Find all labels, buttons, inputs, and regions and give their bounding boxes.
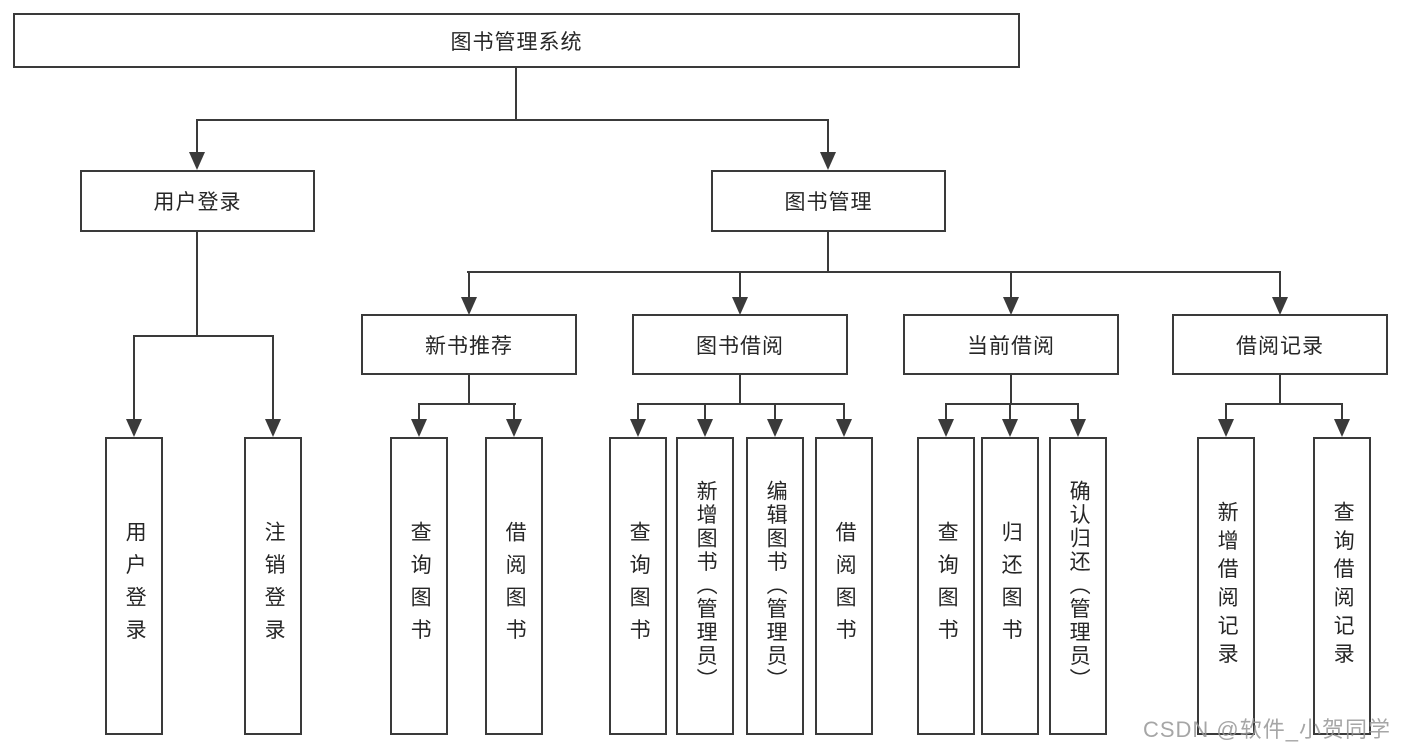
node-leaf-query-books-2: 查询图书 <box>609 437 667 735</box>
connector-drop-query-book-3 <box>945 403 947 420</box>
arrowhead-down-icon <box>1070 419 1086 437</box>
node-borrow-records: 借阅记录 <box>1172 314 1388 375</box>
connector-drop-current-borrow <box>1010 271 1012 299</box>
node-current-borrow: 当前借阅 <box>903 314 1119 375</box>
node-label: 注销登录 <box>262 520 286 652</box>
node-label: 查询借阅记录 <box>1331 500 1355 672</box>
connector-drop-user-login <box>196 119 198 154</box>
connector-drop-query-book-2 <box>637 403 639 420</box>
connector-drop-new-book-rec <box>468 271 470 299</box>
node-label: 查询图书 <box>408 520 432 652</box>
arrowhead-down-icon <box>411 419 427 437</box>
node-leaf-return-books: 归还图书 <box>981 437 1039 735</box>
node-label: 借阅图书 <box>503 520 527 652</box>
connector-drop-confirm-return <box>1077 403 1079 420</box>
connector-user-login-stem <box>196 232 198 337</box>
node-label: 确认归还（管理员） <box>1067 480 1091 692</box>
node-label: 新增借阅记录 <box>1215 500 1239 672</box>
node-leaf-borrow-books-1: 借阅图书 <box>485 437 543 735</box>
arrowhead-down-icon <box>1334 419 1350 437</box>
connector-new-book-rec-bus <box>418 403 516 405</box>
node-user-login: 用户登录 <box>80 170 315 232</box>
connector-new-book-rec-stem <box>468 375 470 405</box>
connector-drop-book-borrow <box>739 271 741 299</box>
node-label: 图书管理系统 <box>450 30 583 54</box>
connector-drop-query-book-1 <box>418 403 420 420</box>
node-new-book-recommend: 新书推荐 <box>361 314 577 375</box>
connector-drop-add-book <box>704 403 706 420</box>
arrowhead-down-icon <box>732 297 748 315</box>
connector-user-login-bus <box>133 335 274 337</box>
node-label: 用户登录 <box>123 520 147 652</box>
arrowhead-down-icon <box>461 297 477 315</box>
connector-borrow-records-bus <box>1225 403 1343 405</box>
connector-drop-borrow-book-2 <box>843 403 845 420</box>
connector-book-mgmt-stem <box>827 232 829 272</box>
node-leaf-user-login: 用户登录 <box>105 437 163 735</box>
node-label: 借阅图书 <box>833 520 857 652</box>
node-label: 用户登录 <box>153 191 242 214</box>
connector-drop-query-record <box>1341 403 1343 420</box>
connector-current-borrow-stem <box>1010 375 1012 405</box>
arrowhead-down-icon <box>767 419 783 437</box>
node-label: 归还图书 <box>999 520 1023 652</box>
arrowhead-down-icon <box>938 419 954 437</box>
node-leaf-query-books-1: 查询图书 <box>390 437 448 735</box>
node-label: 图书借阅 <box>696 334 784 358</box>
connector-book-mgmt-bus <box>467 271 1281 273</box>
node-library-management-system: 图书管理系统 <box>13 13 1020 68</box>
node-leaf-add-borrow-record: 新增借阅记录 <box>1197 437 1255 735</box>
connector-root-bus <box>196 119 829 121</box>
connector-drop-add-record <box>1225 403 1227 420</box>
connector-root-stem <box>515 68 517 121</box>
arrowhead-down-icon <box>506 419 522 437</box>
connector-drop-return-book <box>1009 403 1011 420</box>
node-leaf-query-borrow-record: 查询借阅记录 <box>1313 437 1371 735</box>
connector-drop-borrow-book-1 <box>513 403 515 420</box>
connector-drop-leaf-logout <box>272 335 274 420</box>
node-book-management: 图书管理 <box>711 170 946 232</box>
arrowhead-down-icon <box>265 419 281 437</box>
arrowhead-down-icon <box>820 152 836 170</box>
arrowhead-down-icon <box>1003 297 1019 315</box>
connector-borrow-records-stem <box>1279 375 1281 405</box>
arrowhead-down-icon <box>836 419 852 437</box>
node-label: 编辑图书（管理员） <box>764 480 788 692</box>
node-leaf-confirm-return-admin: 确认归还（管理员） <box>1049 437 1107 735</box>
arrowhead-down-icon <box>189 152 205 170</box>
arrowhead-down-icon <box>697 419 713 437</box>
node-book-borrow: 图书借阅 <box>632 314 848 375</box>
node-label: 当前借阅 <box>967 334 1055 358</box>
arrowhead-down-icon <box>1218 419 1234 437</box>
connector-drop-borrow-records <box>1279 271 1281 299</box>
node-leaf-add-books-admin: 新增图书（管理员） <box>676 437 734 735</box>
node-leaf-edit-books-admin: 编辑图书（管理员） <box>746 437 804 735</box>
node-label: 新书推荐 <box>425 334 513 358</box>
node-leaf-query-books-3: 查询图书 <box>917 437 975 735</box>
node-label: 新增图书（管理员） <box>694 480 718 692</box>
connector-drop-book-mgmt <box>827 119 829 154</box>
connector-current-borrow-bus <box>945 403 1079 405</box>
node-label: 图书管理 <box>784 191 873 214</box>
connector-drop-edit-book <box>774 403 776 420</box>
node-label: 查询图书 <box>935 520 959 652</box>
connector-book-borrow-bus <box>637 403 845 405</box>
arrowhead-down-icon <box>126 419 142 437</box>
arrowhead-down-icon <box>630 419 646 437</box>
node-leaf-logout: 注销登录 <box>244 437 302 735</box>
arrowhead-down-icon <box>1002 419 1018 437</box>
arrowhead-down-icon <box>1272 297 1288 315</box>
node-label: 查询图书 <box>627 520 651 652</box>
connector-book-borrow-stem <box>739 375 741 405</box>
node-leaf-borrow-books-2: 借阅图书 <box>815 437 873 735</box>
node-label: 借阅记录 <box>1236 334 1324 358</box>
connector-drop-leaf-user-login <box>133 335 135 420</box>
csdn-watermark: CSDN @软件_小贺同学 <box>1142 717 1391 742</box>
